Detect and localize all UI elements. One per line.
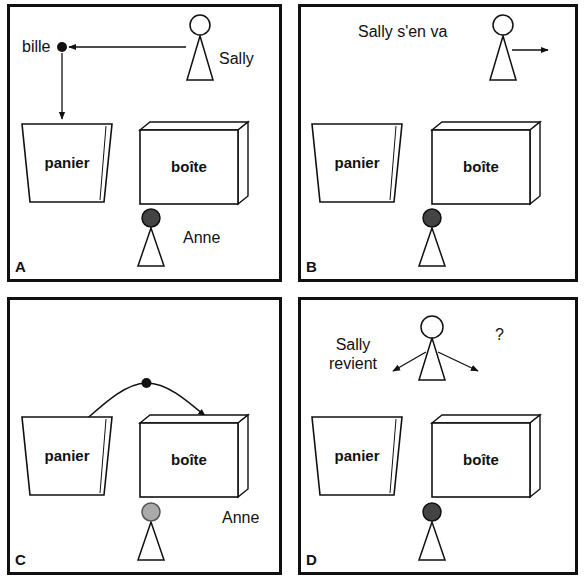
basket-rim <box>390 126 396 200</box>
box-side <box>238 122 248 204</box>
caption-label: Sally revient <box>322 335 384 373</box>
box-front <box>432 423 530 497</box>
box-shape: boîte <box>138 120 250 206</box>
basket-rim <box>100 419 106 493</box>
container-name: panier <box>334 154 379 171</box>
basket-outline <box>312 417 402 495</box>
sally-figure <box>187 15 213 80</box>
container-name: panier <box>44 154 89 171</box>
sally-figure <box>419 316 445 380</box>
container-name: boîte <box>171 158 207 175</box>
basket-shape: panier <box>20 415 114 497</box>
box-top <box>432 415 540 423</box>
box-top <box>140 415 248 423</box>
box-shape: boîte <box>138 413 250 499</box>
anne-figure <box>138 209 164 266</box>
box-top <box>140 122 248 130</box>
choice-arrow <box>438 352 478 371</box>
scene-panel: Cpanier boîte <box>7 297 282 575</box>
panel-letter: D <box>306 551 317 568</box>
basket-rim <box>390 419 396 493</box>
move-arrow <box>69 46 186 47</box>
box-top <box>432 122 540 130</box>
container-name: boîte <box>463 158 499 175</box>
choice-arrow <box>393 352 426 371</box>
caption-label: Sally s'en va <box>358 22 447 41</box>
container-name: panier <box>334 447 379 464</box>
marble <box>141 378 151 388</box>
box-side <box>530 122 540 204</box>
scene-panel: Bpanier boîte <box>298 4 578 282</box>
caption-label: Anne <box>222 508 259 527</box>
caption-label: Anne <box>183 228 220 247</box>
box-front <box>140 130 238 204</box>
basket-shape: panier <box>310 415 404 497</box>
panel-letter: C <box>15 551 26 568</box>
anne-figure <box>138 503 164 560</box>
box-shape: boîte <box>430 120 542 206</box>
caption-label: Sally <box>219 49 254 68</box>
leave-arrow <box>512 49 548 51</box>
anne-figure <box>419 503 445 560</box>
move-arrow <box>88 383 206 418</box>
marble <box>57 42 67 52</box>
container-name: boîte <box>171 451 207 468</box>
basket-shape: panier <box>310 122 404 204</box>
basket-shape: panier <box>20 122 114 204</box>
basket-rim <box>100 126 106 200</box>
basket-outline <box>22 417 112 495</box>
box-side <box>238 415 248 497</box>
container-name: panier <box>44 447 89 464</box>
caption-label: bille <box>22 37 50 56</box>
panel-letter: B <box>306 258 317 275</box>
box-shape: boîte <box>430 413 542 499</box>
box-side <box>530 415 540 497</box>
anne-figure <box>419 209 445 266</box>
drop-arrow <box>61 53 62 119</box>
box-front <box>432 130 530 204</box>
sally-figure <box>490 15 516 80</box>
basket-outline <box>312 124 402 202</box>
caption-label: ? <box>495 325 504 344</box>
box-front <box>140 423 238 497</box>
container-name: boîte <box>463 451 499 468</box>
panel-letter: A <box>15 258 26 275</box>
basket-outline <box>22 124 112 202</box>
